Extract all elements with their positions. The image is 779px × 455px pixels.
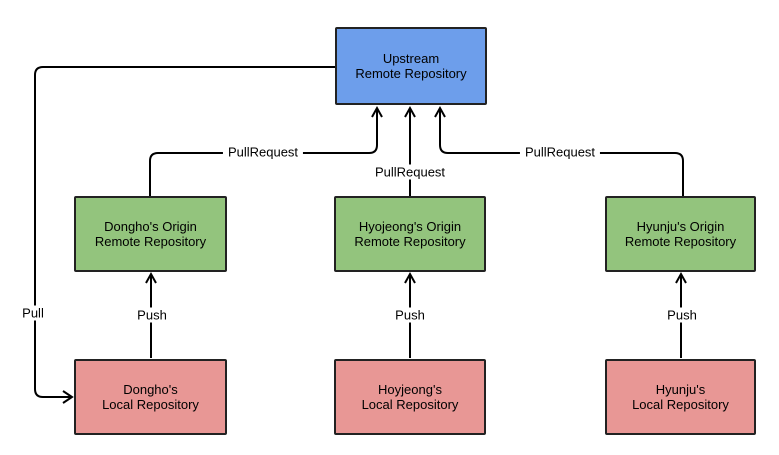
- edge-label-pullrequest-hyunju: PullRequest: [519, 144, 601, 160]
- arrowhead-up-icon: [404, 271, 416, 284]
- edge-label-push-dongho: Push: [132, 307, 172, 323]
- edge-label-push-hyunju: Push: [662, 307, 702, 323]
- arrowhead-up-icon: [404, 105, 416, 118]
- arrowhead-up-icon: [434, 105, 446, 118]
- edge-label-push-hoyjeong: Push: [390, 307, 430, 323]
- edge-pull: [34, 66, 335, 404]
- arrowhead-up-icon: [675, 271, 687, 284]
- node-hyunju-local-repository: Hyunju's Local Repository: [605, 359, 756, 435]
- node-hoyjeong-local-repository: Hoyjeong's Local Repository: [334, 359, 486, 435]
- node-dongho-local-repository: Dongho's Local Repository: [74, 359, 227, 435]
- edge-label-pullrequest-hyojeong: PullRequest: [369, 164, 451, 180]
- node-dongho-origin-remote-repository: Dongho's Origin Remote Repository: [74, 196, 227, 272]
- node-hyunju-origin-remote-repository: Hyunju's Origin Remote Repository: [605, 196, 756, 272]
- edge-label-pull: Pull: [17, 305, 49, 321]
- node-upstream-remote-repository: Upstream Remote Repository: [335, 27, 487, 105]
- arrowhead-right-icon: [62, 390, 74, 404]
- edge-pullrequest-hyojeong: [404, 105, 416, 196]
- edge-label-pullrequest-dongho: PullRequest: [222, 144, 304, 160]
- arrowhead-up-icon: [371, 105, 383, 118]
- arrowhead-up-icon: [145, 271, 157, 284]
- node-hyojeong-origin-remote-repository: Hyojeong's Origin Remote Repository: [334, 196, 486, 272]
